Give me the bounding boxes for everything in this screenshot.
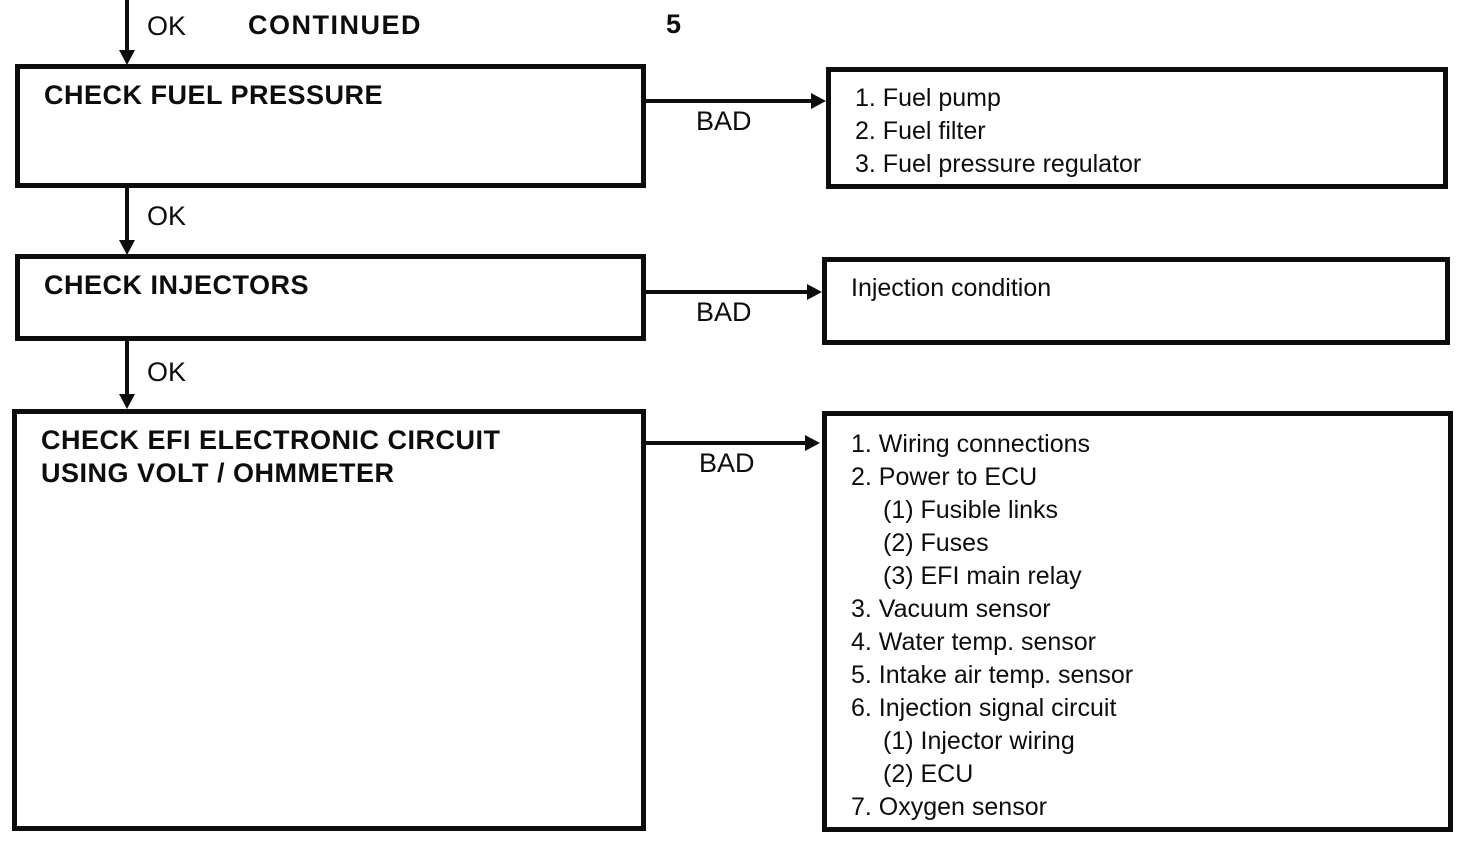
bad-label-3: BAD [699,448,755,478]
causes-box-fuel-pressure: 1. Fuel pump 2. Fuel filter 3. Fuel pres… [826,67,1448,189]
step-box-check-efi-circuit: CHECK EFI ELECTRONIC CIRCUIT USING VOLT … [12,409,646,831]
cause-item: 5. Intake air temp. sensor [851,661,1134,689]
step-title: CHECK INJECTORS [44,270,310,300]
arrow-down-icon [119,394,135,409]
ok-label-2: OK [147,201,187,231]
connector-line-ok-3 [125,341,129,395]
arrow-right-icon [807,284,822,300]
cause-item: 1. Wiring connections [851,430,1091,458]
cause-subitem: (2) ECU [883,760,974,788]
connector-line-entry [125,0,129,52]
connector-line-bad-2 [646,290,810,294]
step-title-line2: USING VOLT / OHMMETER [41,458,395,488]
step-box-check-injectors: CHECK INJECTORS [15,254,646,341]
connector-line-bad-3 [646,441,808,445]
arrow-down-icon [119,50,135,65]
step-title: CHECK FUEL PRESSURE [44,80,384,110]
cause-subitem: (2) Fuses [883,529,989,557]
cause-item: Injection condition [851,274,1052,302]
ok-label-3: OK [147,357,187,387]
cause-subitem: (1) Injector wiring [883,727,1075,755]
cause-item: 6. Injection signal circuit [851,694,1117,722]
arrow-right-icon [805,435,820,451]
cause-item: 3. Fuel pressure regulator [855,150,1142,178]
cause-item: 2. Fuel filter [855,117,986,145]
causes-box-efi-circuit: 1. Wiring connections 2. Power to ECU (1… [822,411,1453,832]
cause-item: 1. Fuel pump [855,84,1001,112]
cause-item: 4. Water temp. sensor [851,628,1096,656]
continued-label: CONTINUED [248,10,422,40]
step-title-line1: CHECK EFI ELECTRONIC CIRCUIT [41,425,501,455]
cause-item: 3. Vacuum sensor [851,595,1051,623]
step-box-check-fuel-pressure: CHECK FUEL PRESSURE [15,64,646,188]
connector-line-bad-1 [646,99,814,103]
cause-subitem: (3) EFI main relay [883,562,1082,590]
cause-item: 7. Oxygen sensor [851,793,1047,821]
page-number: 5 [666,9,683,39]
bad-label-2: BAD [696,297,752,327]
cause-subitem: (1) Fusible links [883,496,1059,524]
cause-item: 2. Power to ECU [851,463,1038,491]
arrow-down-icon [119,240,135,255]
causes-box-injectors: Injection condition [822,257,1450,345]
ok-label-entry: OK [147,11,187,41]
arrow-right-icon [811,93,826,109]
connector-line-ok-2 [125,188,129,242]
bad-label-1: BAD [696,106,752,136]
